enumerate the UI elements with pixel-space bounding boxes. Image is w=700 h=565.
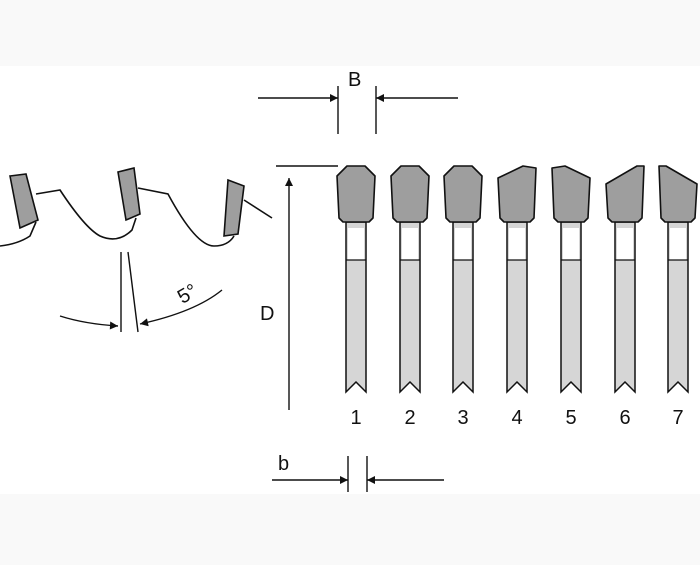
dimension-D bbox=[276, 165, 338, 410]
tooth-profile-1: 1 bbox=[336, 165, 376, 429]
tooth-profile-7: 7 bbox=[658, 165, 698, 429]
dimension-B bbox=[258, 86, 458, 134]
angle-arc-left bbox=[59, 315, 119, 330]
tooth-neck-highlight bbox=[348, 228, 364, 260]
tooth-number-label: 6 bbox=[619, 407, 630, 429]
saw-blade-profile bbox=[0, 187, 273, 247]
carbide-tip bbox=[497, 165, 537, 223]
tooth-neck-highlight bbox=[455, 228, 471, 260]
tooth-number-label: 7 bbox=[672, 407, 683, 429]
carbide-tip bbox=[443, 165, 483, 223]
tooth-number-label: 3 bbox=[457, 407, 468, 429]
carbide-tip bbox=[551, 165, 591, 223]
tooth-number-label: 5 bbox=[565, 407, 576, 429]
angle-arc-right bbox=[139, 289, 223, 327]
carbide-tip bbox=[390, 165, 430, 223]
angle-indicator bbox=[59, 251, 223, 333]
carbide-tip bbox=[605, 165, 645, 223]
tooth-profile-2: 2 bbox=[390, 165, 430, 429]
angle-tilted-line bbox=[127, 251, 139, 333]
carbide-tip-right bbox=[223, 178, 245, 237]
dimension-b bbox=[272, 456, 444, 492]
tooth-profile-3: 3 bbox=[443, 165, 483, 429]
tooth-profile-5: 5 bbox=[551, 165, 591, 429]
carbide-tip bbox=[336, 165, 376, 223]
tooth-back-right bbox=[243, 199, 273, 219]
gullet-left bbox=[0, 221, 37, 247]
gullet-right bbox=[137, 187, 235, 247]
tooth-neck-highlight bbox=[617, 228, 633, 260]
tooth-neck-highlight bbox=[402, 228, 418, 260]
tooth-profile-4: 4 bbox=[497, 165, 537, 429]
B-label: B bbox=[348, 69, 361, 91]
D-label: D bbox=[260, 303, 274, 325]
tooth-profile-6: 6 bbox=[605, 165, 645, 429]
tooth-number-label: 2 bbox=[404, 407, 415, 429]
carbide-tip-left bbox=[9, 173, 39, 230]
tooth-neck-highlight bbox=[563, 228, 579, 260]
tooth-neck-highlight bbox=[670, 228, 686, 260]
gullet-middle bbox=[35, 189, 137, 240]
b-label: b bbox=[278, 453, 289, 475]
carbide-tip-middle bbox=[117, 167, 141, 222]
tooth-number-label: 1 bbox=[350, 407, 361, 429]
carbide-tip bbox=[658, 165, 698, 223]
tooth-neck-highlight bbox=[509, 228, 525, 260]
tooth-profiles: 1 2 3 4 5 6 7 bbox=[336, 165, 698, 429]
tooth-number-label: 4 bbox=[511, 407, 522, 429]
